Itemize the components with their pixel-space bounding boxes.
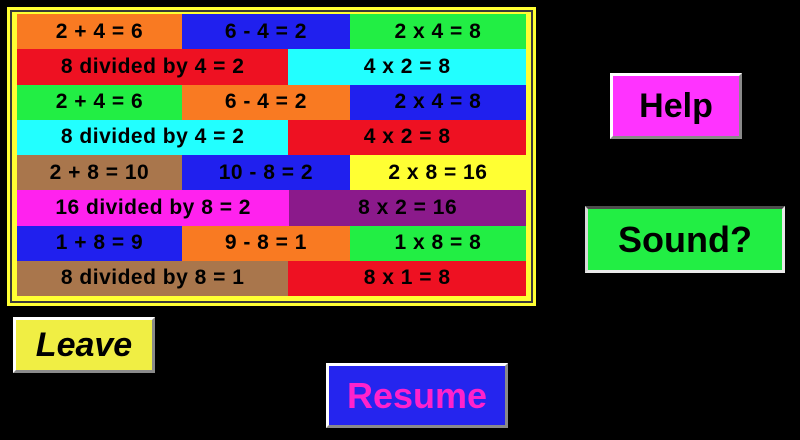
equation-tile[interactable]: 2 x 4 = 8 [349, 14, 526, 50]
help-button[interactable]: Help [610, 73, 742, 139]
equation-tile[interactable]: 8 divided by 8 = 1 [17, 260, 289, 296]
equation-tile[interactable]: 1 + 8 = 9 [17, 225, 182, 261]
equation-tile[interactable]: 6 - 4 = 2 [181, 14, 350, 50]
equation-tile[interactable]: 16 divided by 8 = 2 [17, 190, 290, 226]
resume-button[interactable]: Resume [326, 363, 508, 428]
equation-tile[interactable]: 6 - 4 = 2 [181, 84, 350, 120]
equation-tile[interactable]: 2 x 4 = 8 [349, 84, 526, 120]
equation-tile[interactable]: 8 x 1 = 8 [288, 260, 526, 296]
equation-tile[interactable]: 4 x 2 = 8 [288, 49, 526, 85]
equation-tile[interactable]: 8 divided by 4 = 2 [17, 119, 289, 155]
leave-button-label: Leave [35, 325, 133, 364]
equation-tile[interactable]: 1 x 8 = 8 [349, 225, 526, 261]
leave-button[interactable]: Leave [13, 317, 155, 373]
equation-tile[interactable]: 8 divided by 4 = 2 [17, 49, 289, 85]
equation-tile[interactable]: 2 + 4 = 6 [17, 84, 182, 120]
equation-tile[interactable]: 2 + 4 = 6 [17, 14, 182, 50]
help-button-label: Help [639, 86, 713, 125]
equation-tile[interactable]: 2 x 8 = 16 [349, 155, 526, 191]
sound-button[interactable]: Sound? [585, 206, 785, 273]
equation-tile[interactable]: 8 x 2 = 16 [289, 190, 526, 226]
equation-tile[interactable]: 10 - 8 = 2 [181, 155, 350, 191]
sound-button-label: Sound? [618, 218, 752, 260]
resume-button-label: Resume [346, 374, 488, 416]
equation-tile[interactable]: 2 + 8 = 10 [17, 155, 182, 191]
equation-tile[interactable]: 9 - 8 = 1 [181, 225, 350, 261]
equation-tile[interactable]: 4 x 2 = 8 [288, 119, 526, 155]
